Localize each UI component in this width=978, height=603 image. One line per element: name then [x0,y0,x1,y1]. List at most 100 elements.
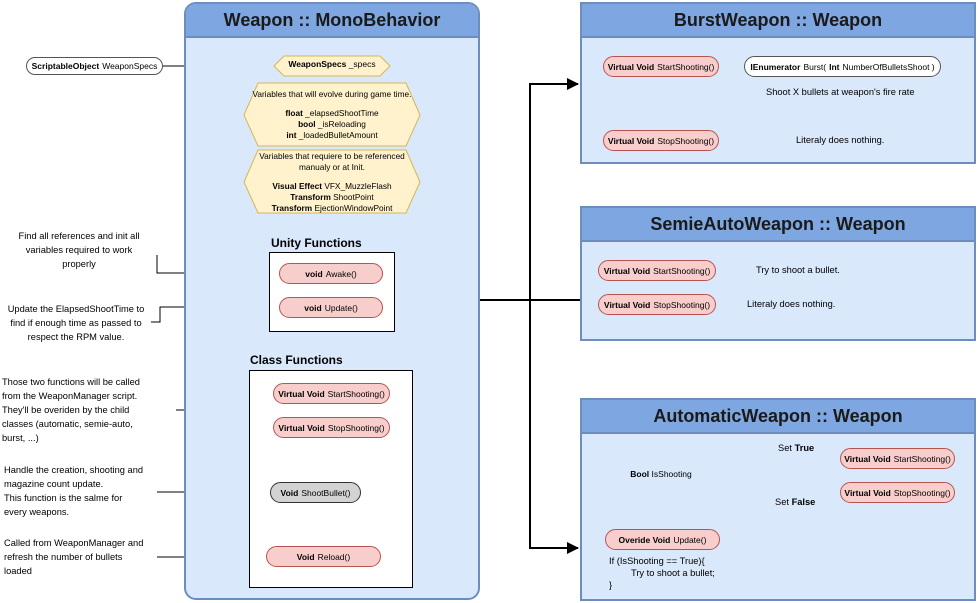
scriptable-object-type: ScriptableObject [31,61,100,71]
semi-start-shooting-function: Virtual Void StartShooting() [598,260,716,281]
function-name: ShootBullet() [301,487,351,498]
auto-stop-shooting-function: Virtual Void StopShooting() [840,482,955,503]
semi-weapon-title: SemieAutoWeapon :: Weapon [650,213,906,234]
auto-start-shooting-function: Virtual Void StartShooting() [840,448,955,469]
coroutine-param-type: Int [829,61,840,72]
note-line: They'll be overiden by the child [2,405,130,415]
auto-weapon-container: AutomaticWeapon :: Weapon [580,398,976,601]
function-name: Update() [673,534,707,545]
start-shooting-function: Virtual Void StartShooting() [273,383,390,404]
var-type: Visual Effect [272,180,322,191]
burst-coroutine-note: Shoot X bullets at weapon's fire rate [766,87,915,97]
var-type: Transform [271,202,313,213]
ref-vars-caption-2: manualy or at Init. [299,161,365,172]
set-prefix: Set [775,497,789,507]
function-name: StartShooting() [657,61,715,72]
stop-shooting-function: Virtual Void StopShooting() [273,417,390,438]
set-false-label: Set False [775,497,815,507]
ref-var-line: Transform ShootPoint [244,192,420,203]
var-name: ShootPoint [333,191,374,202]
shooting-note: Those two functions will be called from … [2,375,180,445]
function-name: Update() [324,302,358,313]
weapon-class-title: Weapon :: MonoBehavior [223,9,441,30]
coroutine-param: NumberOfBulletsShoot ) [842,61,935,72]
burst-coroutine: IEnumerator Burst( Int NumberOfBulletsSh… [744,56,941,77]
semi-start-note: Try to shoot a bullet. [756,265,840,275]
var-name: _loadedBulletAmount [298,130,378,140]
note-line: Handle the creation, shooting and [4,465,144,475]
var-name: _elapsedShootTime [305,108,379,118]
function-name: StartShooting() [653,265,711,276]
note-line: refresh the number of bullets [4,552,123,562]
var-type: bool [298,119,316,129]
specs-field: WeaponSpecs _specs [274,59,390,73]
unity-functions-title: Unity Functions [271,236,362,250]
function-modifier: Virtual Void [844,453,891,464]
bool-field: Bool IsShooting [602,469,720,483]
ref-var-line: Visual Effect VFX_MuzzleFlash [244,181,420,192]
note-line: Find all references and init all [18,231,140,241]
ref-vars-text: Variables that requiere to be referenced… [244,151,420,213]
scriptable-object-name: WeaponSpecs [102,61,158,71]
coroutine-name: Burst( [803,61,827,72]
note-line: Update the ElapsedShootTime to [7,304,145,314]
game-vars-text: Variables that will evolve during game t… [244,85,420,145]
function-name: Reload() [317,551,351,562]
reload-note: Called from WeaponManager and refresh th… [4,536,169,578]
function-modifier: Virtual Void [607,135,655,146]
code-line: } [609,580,613,590]
burst-stop-note: Literaly does nothing. [796,135,885,145]
set-prefix: Set [778,443,792,453]
note-line: loaded [4,566,32,576]
burst-weapon-header: BurstWeapon :: Weapon [582,4,974,38]
semi-stop-shooting-function: Virtual Void StopShooting() [598,294,716,315]
var-type: int [286,130,297,140]
burst-weapon-title: BurstWeapon :: Weapon [673,9,883,30]
class-functions-title: Class Functions [250,353,343,367]
function-modifier: Virtual Void [603,299,651,310]
game-var-line: float _elapsedShootTime [244,108,420,119]
init-note: Find all references and init all variabl… [4,229,154,271]
semi-weapon-header: SemieAutoWeapon :: Weapon [582,208,974,242]
function-name: StopShooting() [893,487,951,498]
set-value: False [791,497,816,507]
function-name: StartShooting() [893,453,951,464]
function-name: Awake() [325,268,357,279]
note-line: Called from WeaponManager and [4,538,144,548]
var-type: float [285,108,303,118]
var-type: Transform [290,191,331,202]
reload-function: Void Reload() [266,546,381,567]
function-modifier: Virtual Void [607,61,655,72]
note-line: variables required to work [25,245,133,255]
semi-stop-note: Literaly does nothing. [747,299,836,309]
note-line: Those two functions will be called [2,377,140,387]
shoot-bullet-note: Handle the creation, shooting and magazi… [4,463,169,519]
note-line: properly [62,259,96,269]
function-modifier: Virtual Void [278,422,325,433]
function-modifier: void [304,302,322,313]
auto-weapon-title: AutomaticWeapon :: Weapon [653,405,903,426]
function-modifier: Overide Void [618,534,671,545]
function-name: StopShooting() [653,299,711,310]
function-modifier: Virtual Void [844,487,891,498]
set-true-label: Set True [778,443,814,453]
note-line: from the WeaponManager script. [2,391,138,401]
specs-field-type: WeaponSpecs [288,59,347,69]
function-modifier: Virtual Void [278,388,325,399]
var-name: VFX_MuzzleFlash [324,180,392,191]
awake-function: void Awake() [279,263,383,284]
note-line: classes (automatic, semie-auto, [2,419,133,429]
bool-field-type: Bool [630,469,650,479]
inherit-auto [529,300,579,554]
note-line: respect the RPM value. [27,332,125,342]
function-name: StopShooting() [657,135,715,146]
inherit-burst [529,78,579,300]
coroutine-type: IEnumerator [750,61,801,72]
note-line: find if enough time as passed to [10,318,142,328]
set-value: True [794,443,815,453]
function-name: StartShooting() [327,388,385,399]
var-name: _isReloading [317,119,366,129]
note-line: burst, ...) [2,433,39,443]
update-function: void Update() [279,297,383,318]
auto-update-code: If (IsShooting == True){ Try to shoot a … [609,555,809,591]
